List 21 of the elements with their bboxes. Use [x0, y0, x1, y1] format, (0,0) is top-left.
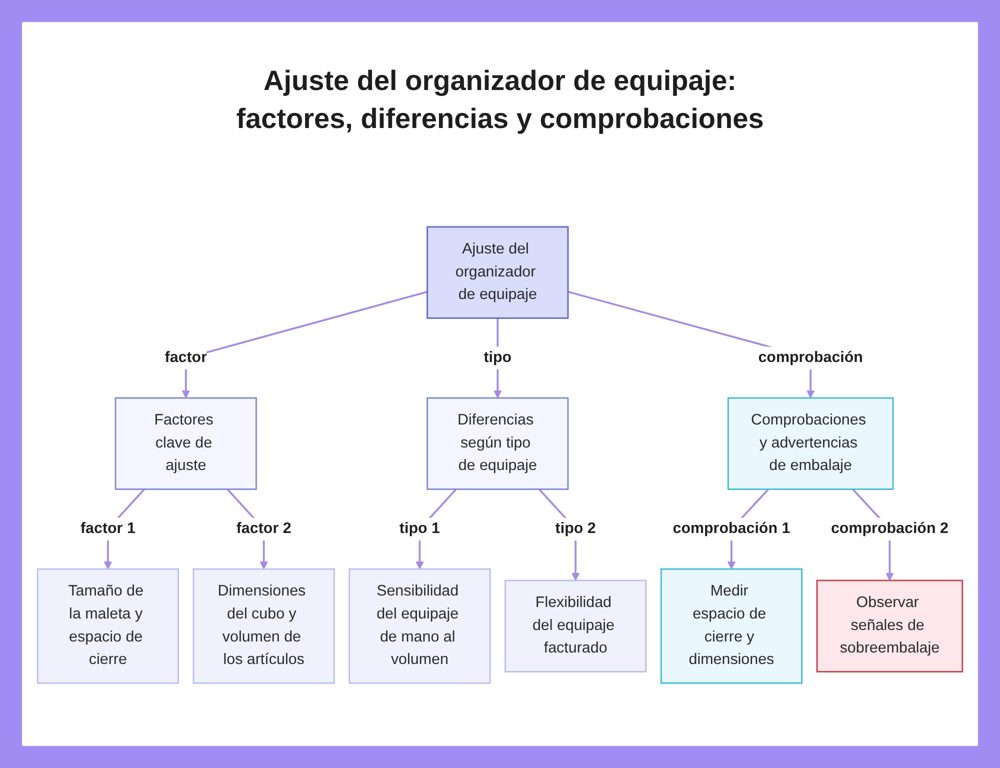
- edge-label: factor 2: [236, 520, 292, 537]
- edge-label: comprobación 1: [672, 520, 790, 537]
- edge-label: comprobación: [758, 349, 863, 366]
- node-box: Comprobaciones y advertencias de embalaje: [727, 397, 894, 490]
- node-box: Sensibilidad del equipaje de mano al volumen: [348, 568, 491, 684]
- diagram-title: Ajuste del organizador de equipaje: factores, diferencias y comprobaciones: [235, 64, 765, 136]
- node-box: Observar señales de sobreembalaje: [816, 580, 964, 672]
- edge-label: factor: [164, 349, 208, 366]
- node-box: Medir espacio de cierre y dimensiones: [660, 568, 803, 684]
- node-box: Tamaño de la maleta y espacio de cierre: [36, 568, 179, 684]
- node-box: Flexibilidad del equipaje facturado: [504, 580, 647, 672]
- edge-label: comprobación 2: [830, 520, 948, 537]
- node-box: Factores clave de ajuste: [114, 397, 257, 490]
- edge-label: factor 1: [80, 520, 136, 537]
- edge-label: tipo: [484, 349, 512, 366]
- arrow: [182, 290, 428, 398]
- node-box: Ajuste del organizador de equipaje: [426, 226, 569, 319]
- node-box: Diferencias según tipo de equipaje: [426, 397, 569, 490]
- node-box: Dimensiones del cubo y volumen de los artículos: [192, 568, 335, 684]
- edge-label: tipo 1: [399, 520, 440, 537]
- edge-label: tipo 2: [555, 520, 596, 537]
